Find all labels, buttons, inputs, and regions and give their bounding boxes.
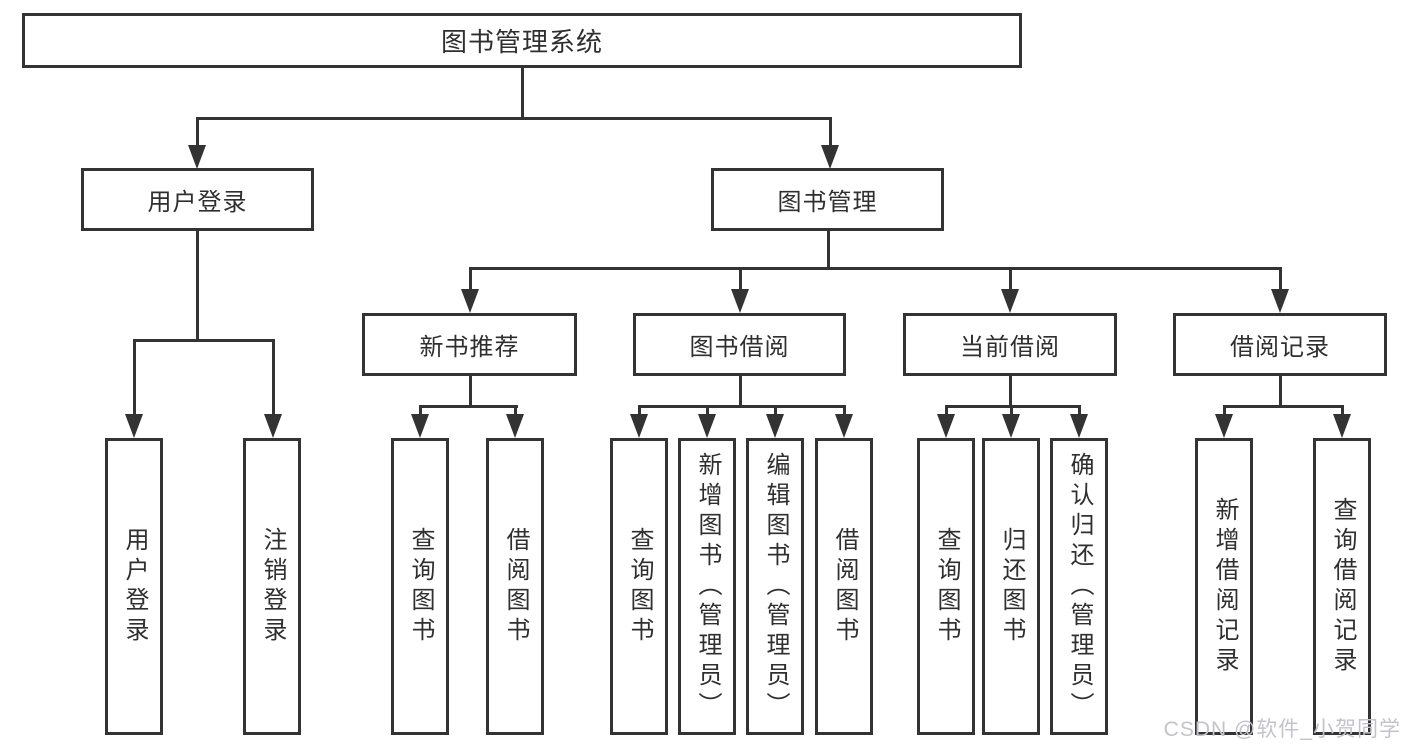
connector-borrowing-drop-4 (842, 405, 846, 419)
node-book-borrowing: 图书借阅 (633, 313, 846, 376)
connector-user-login-split (132, 339, 275, 342)
leaf-query-borrow-record: 查询借阅记录 (1313, 438, 1371, 735)
arrowhead-down-icon (1271, 289, 1289, 313)
connector-records-drop-2 (1340, 405, 1344, 419)
node-book-management-label: 图书管理 (777, 189, 878, 216)
leaf-return-books-label: 归还图书 (998, 526, 1025, 647)
node-book-borrowing-label: 图书借阅 (689, 334, 790, 361)
connector-root-right-drop (828, 117, 832, 151)
leaf-add-borrow-record: 新增借阅记录 (1195, 438, 1253, 735)
connector-book-mgmt-drop-3 (1008, 267, 1012, 293)
connector-current-split (944, 405, 1081, 408)
arrowhead-down-icon (731, 289, 749, 313)
leaf-logout-label: 注销登录 (259, 526, 286, 647)
node-new-book-recommend-label: 新书推荐 (419, 334, 520, 361)
leaf-edit-books-admin: 编辑图书（管理员） (746, 438, 804, 735)
node-borrowing-records-label: 借阅记录 (1230, 334, 1330, 361)
connector-root-left-drop (195, 117, 199, 151)
arrowhead-down-icon (264, 414, 282, 438)
connector-new-book-stub (468, 376, 472, 408)
connector-user-login-drop-1 (132, 339, 136, 419)
arrowhead-down-icon (1070, 414, 1088, 438)
node-library-system: 图书管理系统 (22, 13, 1022, 68)
connector-book-mgmt-drop-4 (1278, 267, 1282, 293)
connector-new-book-drop-1 (418, 405, 422, 419)
connector-records-stub (1278, 376, 1282, 408)
connector-book-mgmt-drop-1 (468, 267, 472, 293)
leaf-borrow-books: 借阅图书 (815, 438, 873, 735)
csdn-watermark: CSDN @软件_小贺同学 (1163, 718, 1401, 741)
leaf-user-login-label: 用户登录 (121, 526, 148, 647)
leaf-logout: 注销登录 (243, 438, 301, 735)
connector-records-drop-1 (1222, 405, 1226, 419)
node-borrowing-records: 借阅记录 (1173, 313, 1387, 376)
leaf-query-books-borrowing-label: 查询图书 (626, 526, 653, 647)
leaf-borrow-books-label: 借阅图书 (831, 526, 858, 647)
leaf-query-books-recommend: 查询图书 (391, 438, 449, 735)
arrowhead-down-icon (698, 414, 716, 438)
arrowhead-down-icon (188, 145, 206, 169)
connector-current-drop-3 (1077, 405, 1081, 419)
connector-borrowing-drop-2 (705, 405, 709, 419)
node-current-borrowing-label: 当前借阅 (960, 334, 1060, 361)
leaf-confirm-return-admin: 确认归还（管理员） (1050, 438, 1108, 735)
arrowhead-down-icon (1002, 414, 1020, 438)
leaf-edit-books-admin-label: 编辑图书（管理员） (762, 451, 789, 722)
node-library-system-label: 图书管理系统 (440, 27, 603, 57)
arrowhead-down-icon (1001, 289, 1019, 313)
node-current-borrowing: 当前借阅 (903, 313, 1117, 376)
arrowhead-down-icon (766, 414, 784, 438)
leaf-borrow-books-recommend: 借阅图书 (486, 438, 544, 735)
node-user-login: 用户登录 (81, 168, 314, 231)
leaf-query-books-borrowing: 查询图书 (610, 438, 668, 735)
arrowhead-down-icon (821, 145, 839, 169)
node-book-management: 图书管理 (711, 168, 944, 231)
connector-current-stub (1008, 376, 1012, 408)
leaf-query-borrow-record-label: 查询借阅记录 (1329, 496, 1356, 677)
leaf-query-books-current: 查询图书 (917, 438, 975, 735)
arrowhead-down-icon (125, 414, 143, 438)
connector-new-book-split (418, 405, 518, 408)
arrowhead-down-icon (1333, 414, 1351, 438)
leaf-query-books-current-label: 查询图书 (933, 526, 960, 647)
connector-book-mgmt-drop-2 (738, 267, 742, 293)
connector-borrowing-drop-1 (637, 405, 641, 419)
leaf-add-books-admin: 新增图书（管理员） (678, 438, 736, 735)
connector-user-login-stub (195, 231, 199, 342)
leaf-user-login: 用户登录 (105, 438, 163, 735)
connector-borrowing-stub (738, 376, 742, 408)
arrowhead-down-icon (835, 414, 853, 438)
connector-root-stub (520, 68, 524, 120)
node-new-book-recommend: 新书推荐 (362, 313, 577, 376)
leaf-return-books: 归还图书 (982, 438, 1040, 735)
connector-book-mgmt-stub (826, 231, 830, 270)
leaf-confirm-return-admin-label: 确认归还（管理员） (1066, 451, 1093, 722)
arrowhead-down-icon (506, 414, 524, 438)
arrowhead-down-icon (937, 414, 955, 438)
connector-book-mgmt-split (468, 267, 1282, 270)
connector-borrowing-split (637, 405, 846, 408)
connector-new-book-drop-2 (513, 405, 517, 419)
connector-current-drop-2 (1009, 405, 1013, 419)
leaf-add-books-admin-label: 新增图书（管理员） (694, 451, 721, 722)
connector-root-split (195, 117, 832, 120)
connector-records-split (1222, 405, 1344, 408)
arrowhead-down-icon (630, 414, 648, 438)
leaf-query-books-recommend-label: 查询图书 (407, 526, 434, 647)
node-user-login-label: 用户登录 (147, 189, 248, 216)
connector-current-drop-1 (944, 405, 948, 419)
arrowhead-down-icon (411, 414, 429, 438)
connector-user-login-drop-2 (271, 339, 275, 419)
leaf-borrow-books-recommend-label: 借阅图书 (502, 526, 529, 647)
arrowhead-down-icon (461, 289, 479, 313)
leaf-add-borrow-record-label: 新增借阅记录 (1211, 496, 1238, 677)
connector-borrowing-drop-3 (773, 405, 777, 419)
arrowhead-down-icon (1215, 414, 1233, 438)
